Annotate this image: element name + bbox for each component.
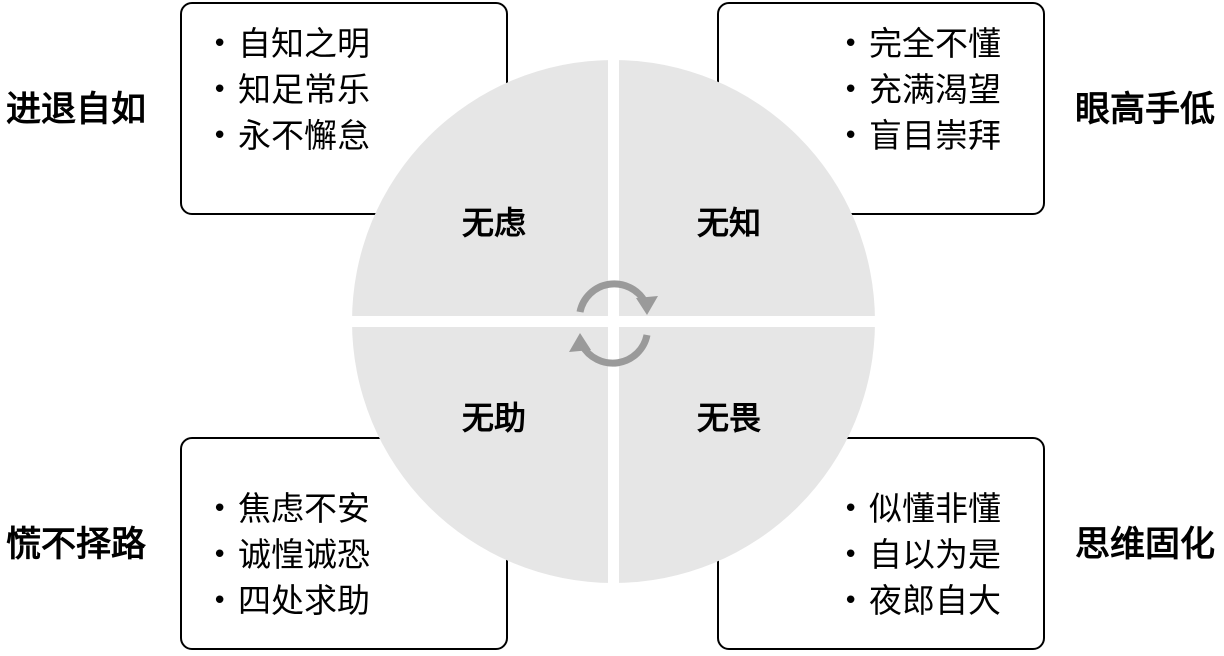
bullet-list-top-left: 自知之明 知足常乐 永不懈怠 [212, 21, 370, 159]
list-item: 盲目崇拜 [843, 113, 1001, 159]
side-label-bottom-left: 慌不择路 [6, 525, 147, 565]
bullet-list-bottom-left: 焦虑不安 诚惶诚恐 四处求助 [212, 486, 370, 624]
list-item: 充满渴望 [843, 67, 1001, 113]
list-item: 夜郎自大 [843, 578, 1001, 624]
arrow-head-bottom [569, 333, 591, 352]
cycle-arrows-icon [576, 280, 651, 367]
list-item: 永不懈怠 [212, 113, 370, 159]
quadrant-circle [352, 60, 875, 583]
list-item: 自以为是 [843, 532, 1001, 578]
horizontal-divider [352, 316, 875, 327]
arrow-head-top [636, 296, 658, 315]
quadrant-label-top-left: 无虑 [462, 204, 527, 242]
quadrant-label-top-right: 无知 [697, 204, 762, 242]
side-label-top-right: 眼高手低 [1075, 90, 1216, 130]
list-item: 诚惶诚恐 [212, 532, 370, 578]
side-label-top-left: 进退自如 [6, 90, 147, 130]
list-item: 完全不懂 [843, 21, 1001, 67]
list-item: 似懂非懂 [843, 486, 1001, 532]
bullet-list-top-right: 完全不懂 充满渴望 盲目崇拜 [843, 21, 1001, 159]
list-item: 四处求助 [212, 578, 370, 624]
bullet-list-bottom-right: 似懂非懂 自以为是 夜郎自大 [843, 486, 1001, 624]
quadrant-label-bottom-left: 无助 [462, 399, 527, 437]
list-item: 自知之明 [212, 21, 370, 67]
list-item: 焦虑不安 [212, 486, 370, 532]
side-label-bottom-right: 思维固化 [1075, 525, 1216, 565]
quadrant-label-bottom-right: 无畏 [697, 399, 762, 437]
list-item: 知足常乐 [212, 67, 370, 113]
